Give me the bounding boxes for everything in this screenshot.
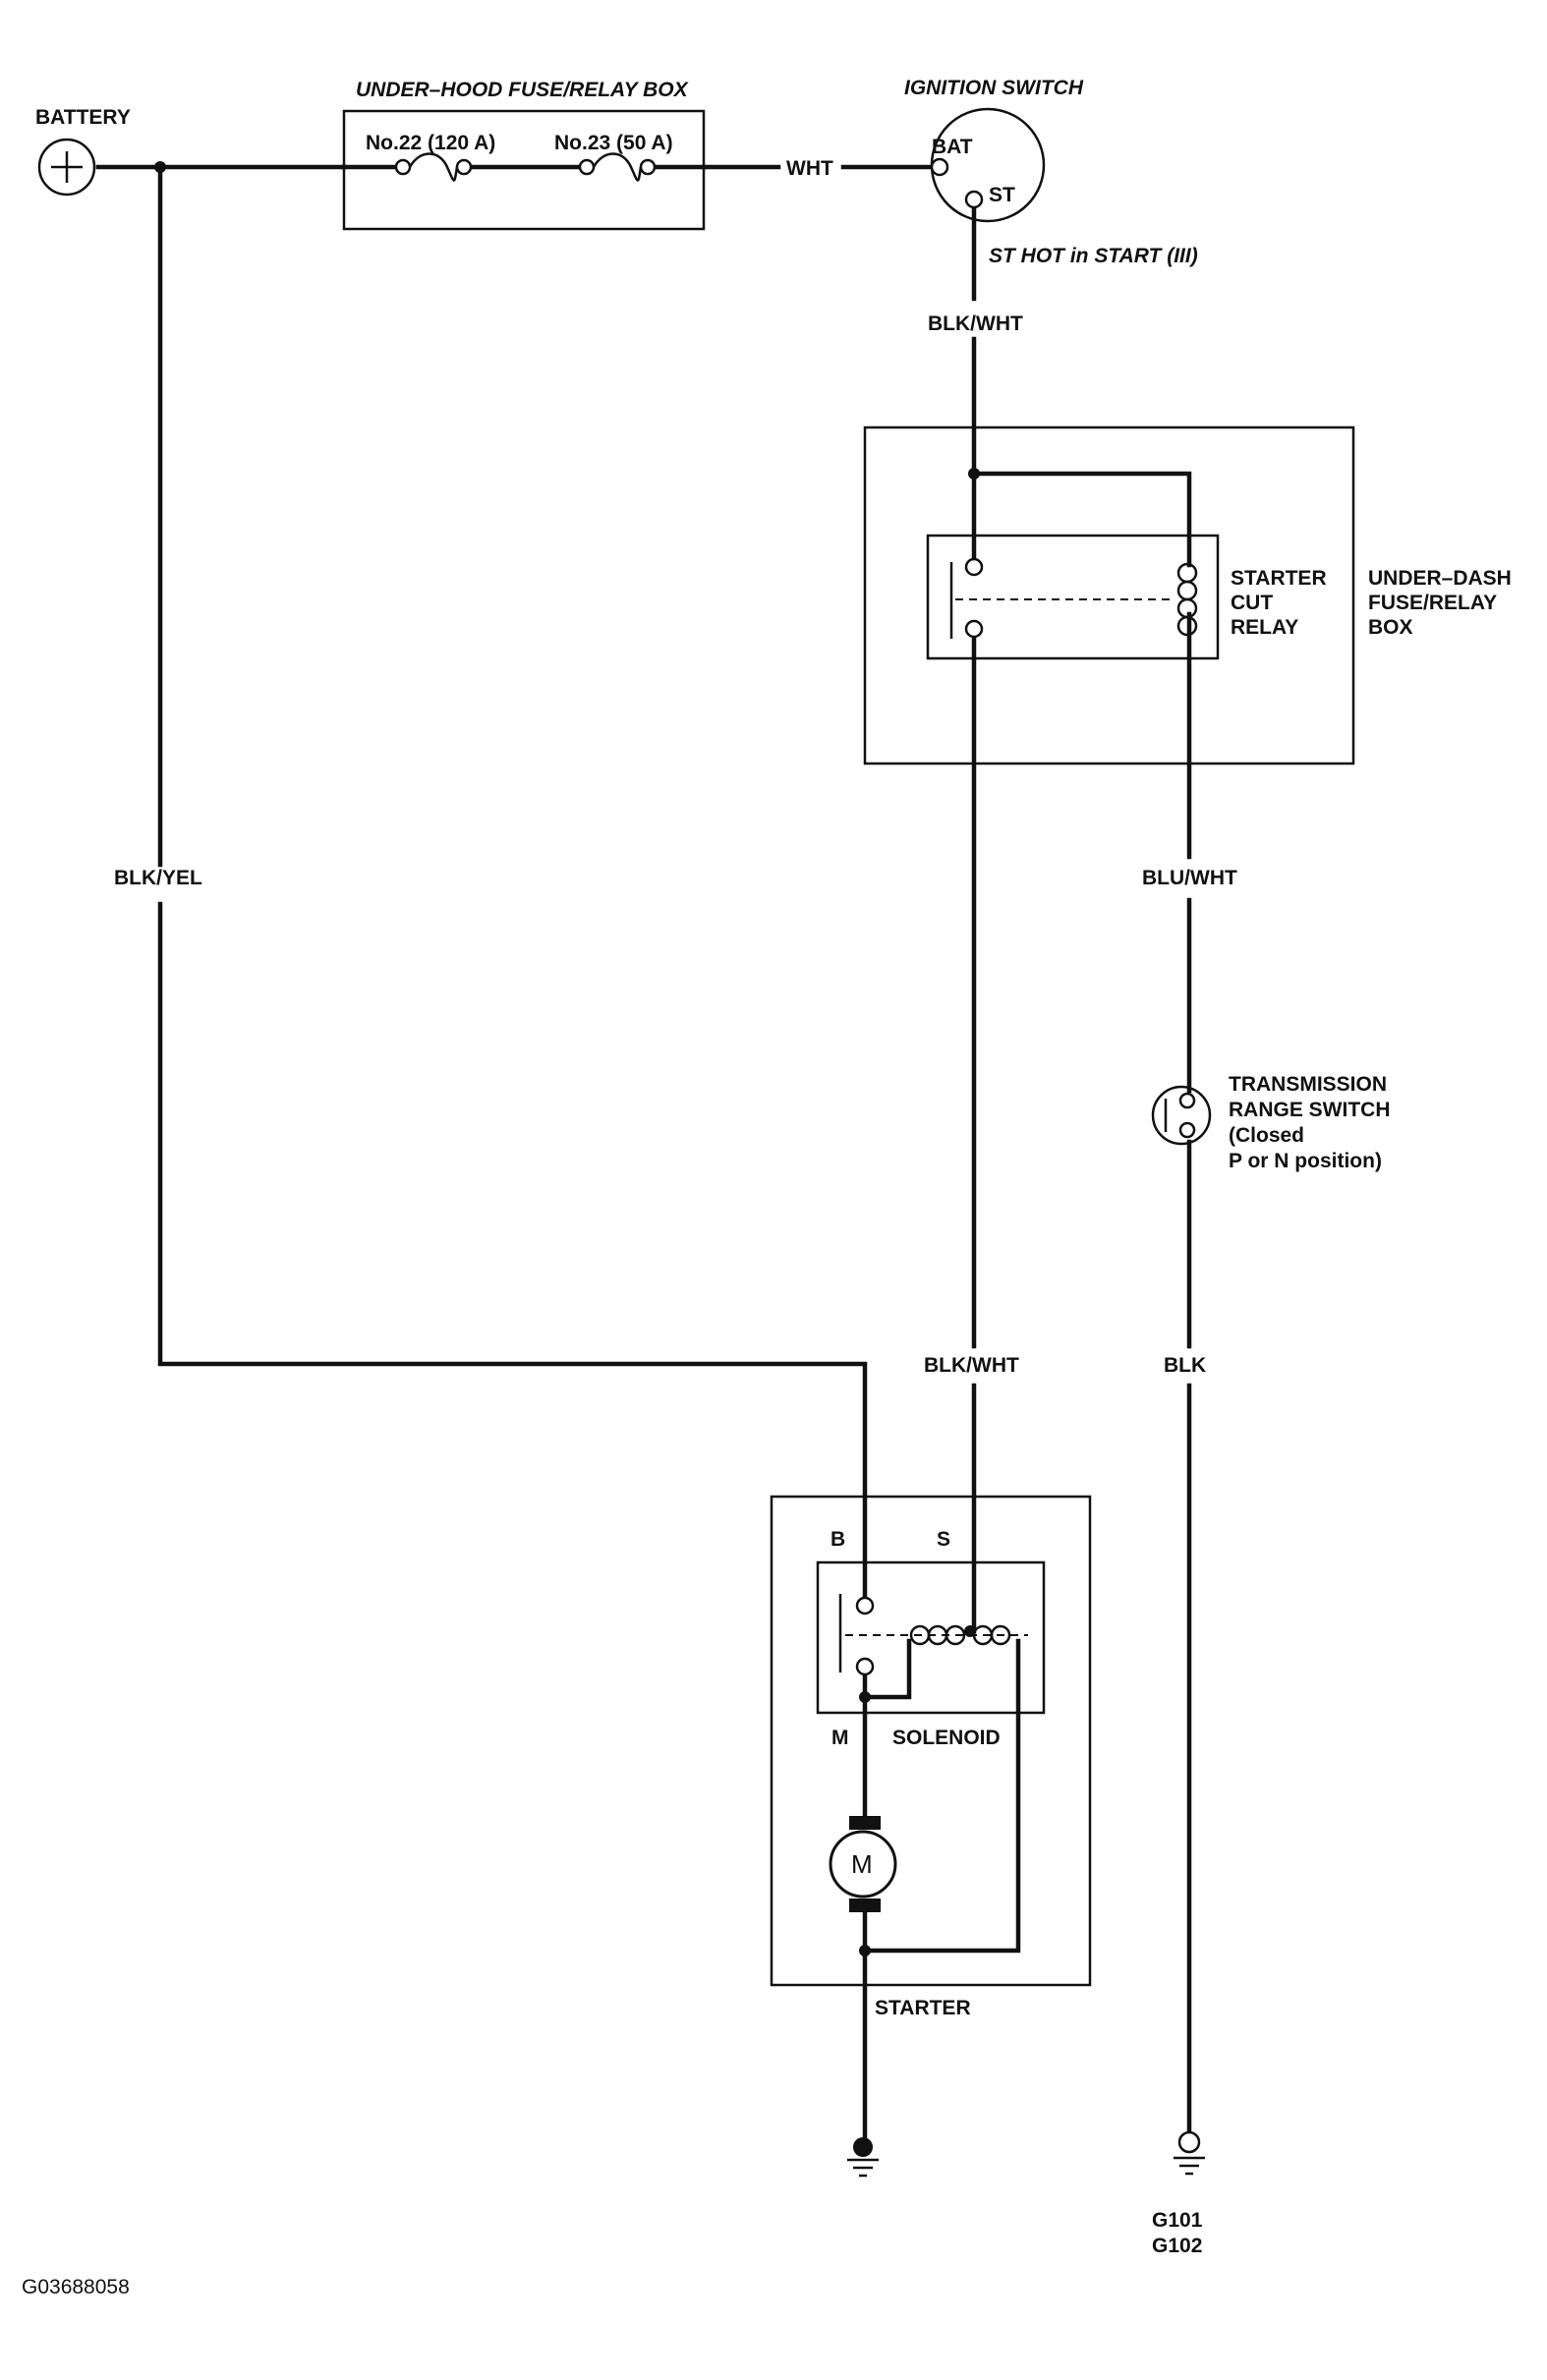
solenoid-box [816, 1560, 1046, 1715]
motor-label: M [851, 1849, 873, 1879]
junction-m-terminal [859, 1691, 871, 1703]
starter-motor-symbol [829, 1816, 897, 1912]
terminal-m-label: M [831, 1727, 849, 1749]
battery-symbol [37, 138, 96, 197]
underhood-box-label: UNDER–HOOD FUSE/RELAY BOX [356, 79, 690, 101]
transmission-switch-symbol [1151, 1085, 1212, 1146]
ignition-bat-label: BAT [932, 136, 973, 158]
junction-relay [968, 468, 980, 480]
junction-battery [154, 161, 166, 173]
relay-label-1: STARTER [1231, 567, 1327, 590]
wire-label-blu-wht: BLU/WHT [1142, 867, 1237, 889]
ground-g101-label: G101 [1152, 2209, 1203, 2232]
underdash-label-3: BOX [1368, 616, 1413, 639]
fuse23-symbol [578, 152, 657, 182]
ignition-switch-symbol [930, 107, 1046, 223]
transmission-label-4: P or N position) [1229, 1150, 1382, 1172]
battery-label: BATTERY [35, 106, 131, 129]
terminal-b-label: B [831, 1528, 845, 1551]
solenoid-label: SOLENOID [892, 1727, 1001, 1749]
wire-label-blk-yel: BLK/YEL [114, 867, 202, 889]
st-hot-label: ST HOT in START (III) [989, 245, 1198, 267]
relay-label-3: RELAY [1231, 616, 1298, 639]
transmission-label-1: TRANSMISSION [1229, 1073, 1387, 1096]
ignition-switch-label: IGNITION SWITCH [904, 77, 1084, 99]
transmission-label-2: RANGE SWITCH [1229, 1099, 1391, 1121]
ground-g101-symbol [1174, 2130, 1205, 2176]
wire-label-blk-wht-bottom: BLK/WHT [924, 1354, 1019, 1377]
starter-box [770, 1495, 1092, 1987]
transmission-label-3: (Closed [1229, 1124, 1304, 1147]
fuse23-label: No.23 (50 A) [554, 132, 673, 154]
underdash-fuse-box [863, 425, 1355, 765]
underdash-label-2: FUSE/RELAY [1368, 592, 1497, 614]
wire-m-link [862, 1638, 912, 1700]
wire-label-wht: WHT [786, 157, 833, 180]
wire-label-blk-wht-top: BLK/WHT [928, 312, 1023, 335]
fuse22-label: No.22 (120 A) [366, 132, 495, 154]
relay-coil-symbol [1176, 562, 1198, 637]
wire-blk-yel-lower [157, 901, 868, 1602]
solenoid-switch-symbol [838, 1594, 875, 1676]
figure-id: G03688058 [22, 2276, 130, 2298]
terminal-s-label: S [937, 1528, 950, 1551]
ignition-st-label: ST [989, 184, 1015, 206]
relay-label-2: CUT [1231, 592, 1273, 614]
wire-coil-return [862, 1638, 1021, 1954]
junction-s-terminal [964, 1625, 976, 1637]
transmission-terminal-top [1178, 1092, 1196, 1109]
ignition-st-terminal [964, 190, 984, 209]
ignition-bat-terminal [930, 157, 949, 177]
ground-g102-label: G102 [1152, 2235, 1202, 2257]
underhood-fuse-box [342, 109, 706, 231]
starter-label: STARTER [875, 1997, 971, 2019]
wire-relay-split [971, 471, 1192, 568]
underdash-label-1: UNDER–DASH [1368, 567, 1512, 590]
relay-switch-symbol [949, 557, 984, 639]
transmission-terminal-bottom [1178, 1121, 1196, 1139]
fuse22-symbol [394, 152, 473, 182]
wire-label-blk: BLK [1164, 1354, 1206, 1377]
junction-motor-ground [859, 1945, 871, 1956]
ground-starter-symbol [847, 2137, 879, 2178]
starter-cut-relay-box [926, 534, 1220, 660]
